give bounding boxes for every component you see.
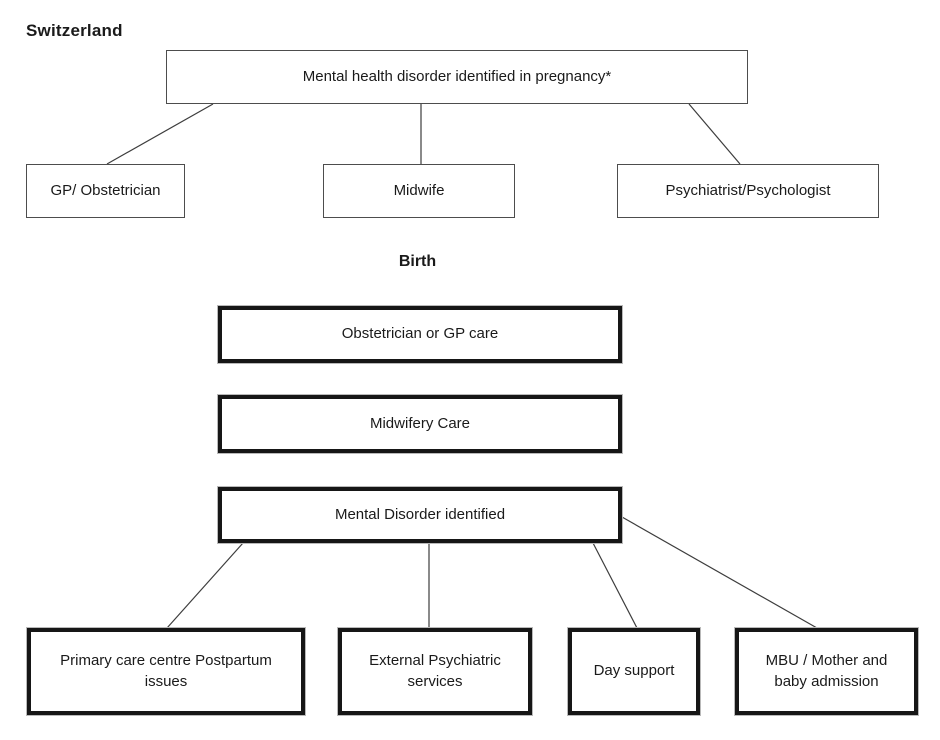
node-external-psychiatric-services: External Psychiatric services (338, 628, 532, 715)
connector-root-to-psych (688, 103, 741, 165)
node-midwifery-care: Midwifery Care (218, 395, 622, 453)
connector-mental-to-day (592, 542, 638, 629)
node-gp-obstetrician: GP/ Obstetrician (26, 164, 185, 218)
node-mental-disorder-identified: Mental Disorder identified (218, 487, 622, 543)
connector-root-to-gp (106, 103, 214, 165)
birth-section-title: Birth (398, 253, 437, 270)
node-mbu-mother-and-baby-admission: MBU / Mother and baby admission (735, 628, 918, 715)
node-day-support: Day support (568, 628, 700, 715)
node-primary-care-centre-postpartum-issues: Primary care centre Postpartum issues (27, 628, 305, 715)
connector-mental-to-primary (166, 542, 244, 629)
node-psychiatrist-psychologist: Psychiatrist/Psychologist (617, 164, 879, 218)
connector-mental-to-mbu (621, 516, 818, 629)
node-mental-health-disorder-pregnancy: Mental health disorder identified in pre… (166, 50, 748, 104)
node-obstetrician-or-gp-care: Obstetrician or GP care (218, 306, 622, 363)
country-title: Switzerland (26, 21, 123, 40)
node-midwife: Midwife (323, 164, 515, 218)
